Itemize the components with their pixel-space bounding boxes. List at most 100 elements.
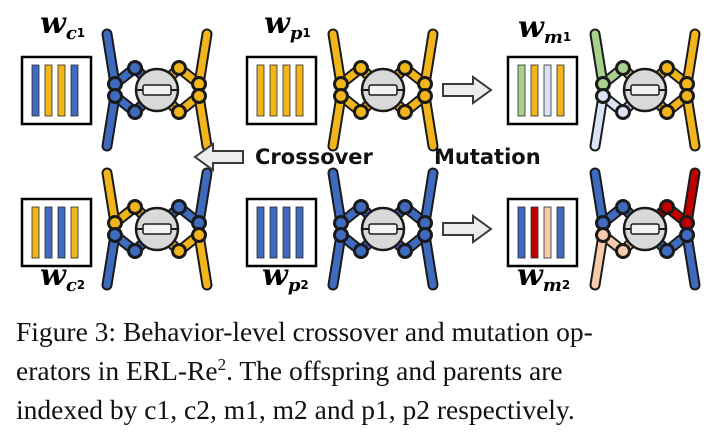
leg-segment (421, 92, 437, 150)
leg-segment (103, 92, 119, 150)
knee-joint (191, 88, 207, 104)
hip-joint (397, 60, 413, 76)
weight-bar (530, 64, 539, 117)
leg-segment (683, 231, 699, 289)
weight-bar (530, 206, 539, 259)
ant-robot-c2 (101, 167, 213, 291)
weight-box-m1 (506, 55, 579, 126)
weight-bar (31, 64, 40, 117)
caption-line-3: indexed by c1, c2, m1, m2 and p1, p2 res… (16, 394, 575, 425)
weight-bar (256, 64, 265, 117)
leg-segment (591, 231, 607, 289)
hip-joint (615, 243, 631, 259)
label-wc2: wc2 (40, 258, 86, 296)
ant-robot-p1 (327, 28, 439, 152)
weight-bar (44, 206, 53, 259)
hip-joint (659, 199, 675, 215)
hip-joint (353, 60, 369, 76)
hip-joint (659, 104, 675, 120)
weight-box-c2 (20, 197, 93, 268)
crossover-arrow (193, 142, 244, 172)
hip-joint (397, 199, 413, 215)
torso-panel (630, 84, 660, 96)
leg-segment (683, 92, 699, 150)
weight-bar (543, 206, 552, 259)
hip-joint (353, 243, 369, 259)
knee-joint (107, 227, 123, 243)
knee-joint (191, 227, 207, 243)
weight-bar (543, 64, 552, 117)
mutation-label: Mutation (434, 145, 541, 169)
leg-segment (591, 92, 607, 150)
hip-joint (127, 243, 143, 259)
weight-bar (269, 206, 278, 259)
leg-segment (421, 30, 437, 88)
label-wc1: wc1 (40, 6, 86, 44)
leg-segment (329, 30, 345, 88)
torso-panel (142, 223, 172, 235)
leg-segment (329, 231, 345, 289)
label-wp2: wp2 (262, 258, 309, 296)
leg-segment (103, 169, 119, 227)
leg-segment (683, 169, 699, 227)
hip-joint (397, 243, 413, 259)
torso-panel (368, 223, 398, 235)
caption-line-2: erators in ERL-Re2. The offspring and pa… (16, 355, 563, 386)
figure-caption: Figure 3: Behavior-level crossover and m… (16, 312, 706, 429)
knee-joint (595, 88, 611, 104)
diagram-canvas (20, 28, 701, 291)
weight-box-p1 (245, 55, 318, 126)
weight-box-p2 (245, 197, 318, 268)
mutation-arrow-bottom (442, 214, 493, 244)
leg-segment (329, 92, 345, 150)
hip-joint (659, 243, 675, 259)
torso-panel (142, 84, 172, 96)
leg-segment (421, 169, 437, 227)
weight-bar (517, 206, 526, 259)
weight-bar (31, 206, 40, 259)
knee-joint (417, 227, 433, 243)
leg-segment (329, 169, 345, 227)
weight-bar (57, 64, 66, 117)
hip-joint (353, 104, 369, 120)
hip-joint (615, 199, 631, 215)
hip-joint (171, 243, 187, 259)
hip-joint (353, 199, 369, 215)
weight-bar (295, 206, 304, 259)
leg-segment (591, 169, 607, 227)
torso-panel (630, 223, 660, 235)
weight-bar (282, 64, 291, 117)
weight-bar (70, 64, 79, 117)
label-wm2: wm2 (517, 258, 571, 296)
leg-segment (195, 92, 211, 150)
weight-bar (295, 64, 304, 117)
weight-bar (70, 206, 79, 259)
knee-joint (595, 227, 611, 243)
knee-joint (417, 88, 433, 104)
weight-box-c1 (20, 55, 93, 126)
weight-bar (269, 64, 278, 117)
ant-robot-m2 (589, 167, 701, 291)
weight-bar (556, 64, 565, 117)
ant-robot-c1 (101, 28, 213, 152)
ant-robot-m1 (589, 28, 701, 152)
caption-line-1: Figure 3: Behavior-level crossover and m… (16, 316, 593, 347)
knee-joint (107, 88, 123, 104)
weight-bar (556, 206, 565, 259)
mutation-arrow-top (442, 75, 493, 105)
label-wm1: wm1 (518, 10, 572, 48)
hip-joint (615, 60, 631, 76)
ant-robot-p2 (327, 167, 439, 291)
hip-joint (397, 104, 413, 120)
weight-bar (282, 206, 291, 259)
hip-joint (615, 104, 631, 120)
leg-segment (103, 30, 119, 88)
knee-joint (679, 227, 695, 243)
leg-segment (195, 169, 211, 227)
leg-segment (103, 231, 119, 289)
knee-joint (333, 227, 349, 243)
hip-joint (127, 60, 143, 76)
weight-bar (57, 206, 66, 259)
weight-bar (517, 64, 526, 117)
